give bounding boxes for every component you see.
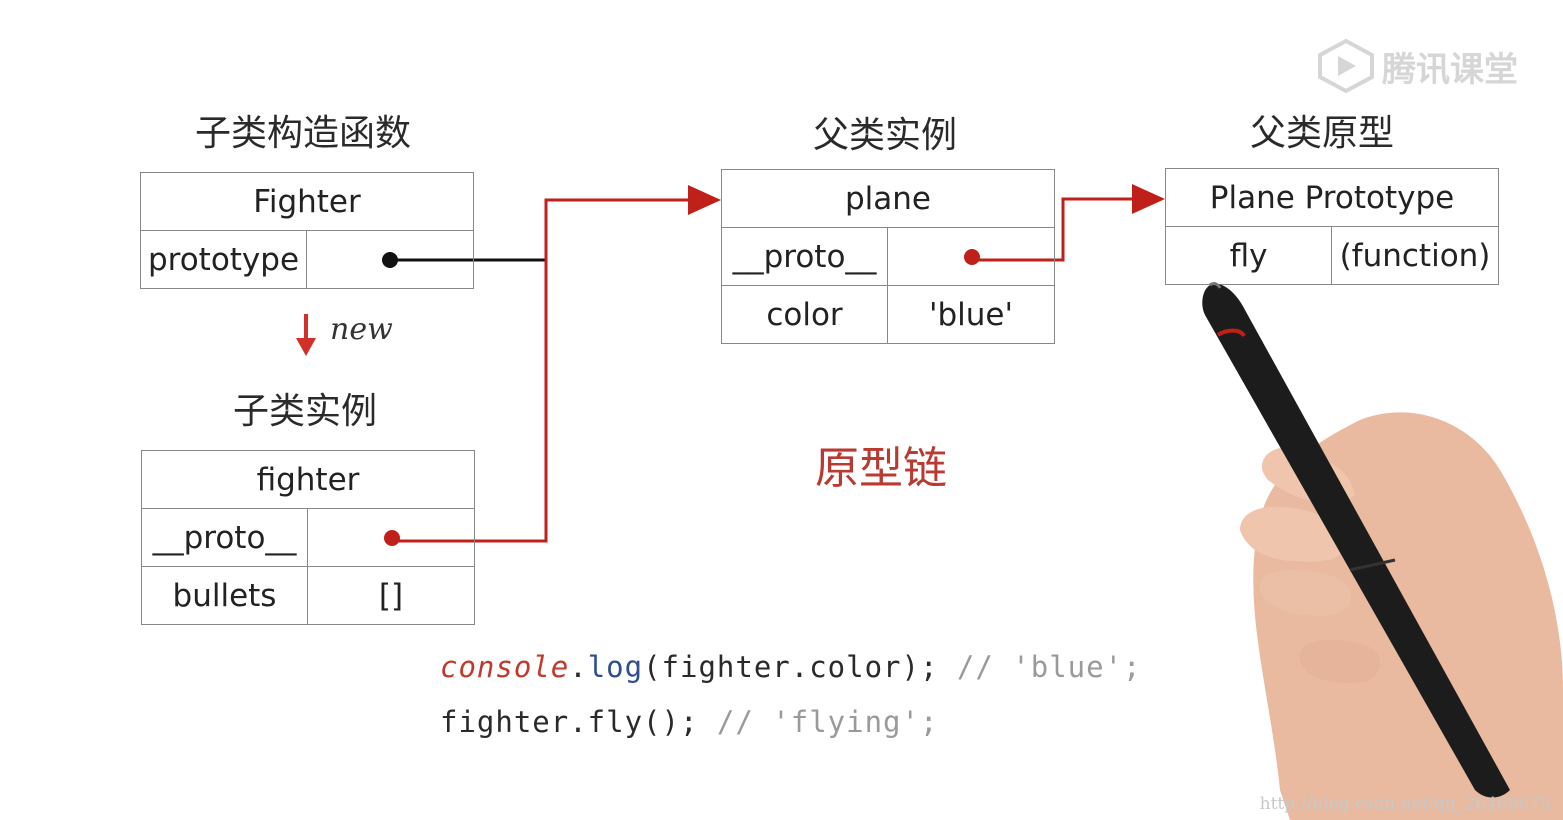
- play-logo-icon: [1318, 38, 1374, 94]
- code-args: (fighter.color);: [643, 650, 939, 684]
- code-console: console: [440, 650, 570, 684]
- box-title: fighter: [141, 450, 475, 509]
- box-value: 'blue': [887, 285, 1055, 344]
- box-value: []: [307, 566, 475, 625]
- pointer-dot: [964, 248, 980, 265]
- box-key: bullets: [141, 566, 308, 625]
- fighter-constructor-box: Fighter prototype: [140, 172, 474, 289]
- hand-with-pen-illustration: [1202, 282, 1563, 820]
- source-url: http://blog.csdn.net/qq_26468675: [1259, 794, 1551, 814]
- new-label: new: [330, 312, 393, 347]
- heading-sub-constructor: 子类构造函数: [195, 113, 412, 154]
- code-log: log: [587, 650, 644, 684]
- code-comment: // 'blue';: [938, 650, 1142, 684]
- watermark-text: 腾讯课堂: [1382, 49, 1518, 90]
- box-title: Plane Prototype: [1165, 168, 1499, 227]
- pointer-dot: [384, 529, 400, 546]
- box-title: Fighter: [140, 172, 474, 231]
- box-title: plane: [721, 169, 1055, 228]
- box-key: __proto__: [721, 227, 888, 286]
- heading-parent-prototype: 父类原型: [1250, 113, 1395, 154]
- code-line-2: fighter.fly(); // 'flying';: [440, 705, 938, 739]
- plane-prototype-box: Plane Prototype fly (function): [1165, 168, 1499, 285]
- new-arrow-head: [296, 338, 316, 356]
- code-line-1: console.log(fighter.color); // 'blue';: [440, 650, 1142, 684]
- prototype-chain-label: 原型链: [815, 443, 947, 494]
- plane-instance-box: plane __proto__ color 'blue': [721, 169, 1055, 344]
- box-value: [306, 230, 474, 289]
- heading-sub-instance: 子类实例: [233, 391, 378, 432]
- box-key: __proto__: [141, 508, 308, 567]
- box-value: (function): [1331, 226, 1499, 285]
- box-value: [887, 227, 1055, 286]
- box-key: color: [721, 285, 888, 344]
- heading-parent-instance: 父类实例: [813, 115, 958, 156]
- fighter-instance-box: fighter __proto__ bullets []: [141, 450, 475, 625]
- box-key: fly: [1165, 226, 1332, 285]
- code-comment: // 'flying';: [698, 705, 939, 739]
- code-dot: .: [569, 650, 588, 684]
- box-key: prototype: [140, 230, 307, 289]
- pointer-dot: [382, 251, 398, 268]
- watermark: 腾讯课堂: [1314, 38, 1518, 94]
- box-value: [307, 508, 475, 567]
- code-call: fighter.fly();: [440, 705, 699, 739]
